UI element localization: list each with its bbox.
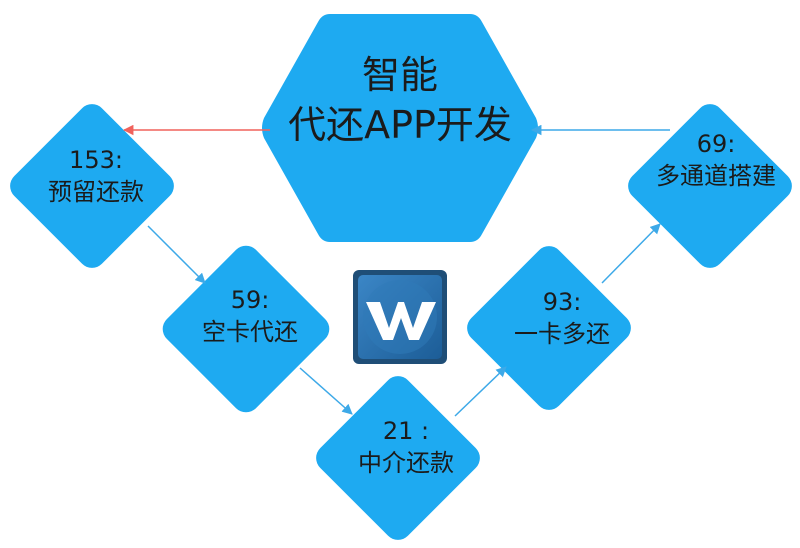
arrow-21-to-93 [454, 366, 507, 417]
node-diamond-153 [10, 104, 174, 268]
node-text: 预留还款 [48, 178, 144, 206]
w-letter-icon [366, 302, 436, 340]
arrow-59-to-21 [299, 367, 353, 415]
node-number: 21 : [382, 417, 430, 445]
node-diamond-69 [628, 104, 792, 268]
node-diamond-93 [467, 246, 631, 410]
node-text: 多通道搭建 [656, 162, 776, 190]
node-diamond-21 [316, 376, 480, 540]
node-label-69: 69: 多通道搭建 [656, 128, 776, 192]
node-label-21: 21 : 中介还款 [358, 415, 454, 479]
node-text: 中介还款 [358, 449, 454, 477]
node-label-59: 59: 空卡代还 [202, 284, 298, 348]
app-logo [353, 270, 447, 364]
node-number: 153: [69, 146, 123, 174]
center-title: 智能 代还APP开发 [288, 50, 512, 150]
node-label-153: 153: 预留还款 [48, 144, 144, 208]
node-diamond-59 [162, 245, 330, 413]
center-title-line2: 代还APP开发 [288, 103, 512, 147]
arrow-93-to-69 [601, 223, 661, 284]
node-number: 69: [696, 130, 736, 158]
node-text: 空卡代还 [202, 318, 298, 346]
node-text: 一卡多还 [514, 320, 610, 348]
node-label-93: 93: 一卡多还 [514, 286, 610, 350]
center-title-line1: 智能 [361, 53, 439, 97]
node-number: 59: [230, 286, 270, 314]
center-hexagon [262, 14, 538, 242]
arrow-153-to-59 [147, 225, 206, 284]
node-number: 93: [542, 288, 582, 316]
